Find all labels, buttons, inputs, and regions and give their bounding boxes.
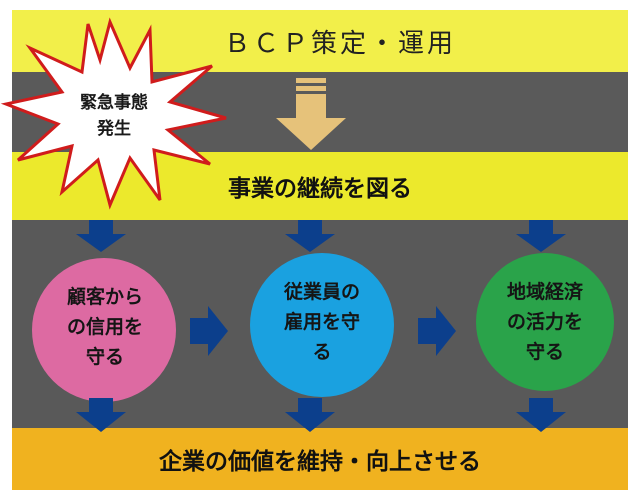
middle-title: 事業の継続を図る bbox=[228, 176, 412, 202]
circle-customer-trust bbox=[32, 258, 176, 402]
circle-3-line-3: 守る bbox=[526, 340, 564, 363]
right-arrow-left-icon bbox=[190, 306, 228, 356]
circle-1-line-1: 顧客から bbox=[67, 285, 143, 308]
down-arrow-right-upper-icon bbox=[516, 220, 566, 252]
down-arrow-center-lower-icon bbox=[285, 398, 335, 432]
burst-line-1: 緊急事態 bbox=[80, 92, 148, 113]
burst-shape bbox=[0, 17, 227, 210]
circle-employee-jobs bbox=[250, 253, 394, 397]
circle-1-line-3: 守る bbox=[86, 345, 124, 368]
burst-line-2: 発生 bbox=[96, 118, 131, 139]
down-arrow-right-lower-icon bbox=[516, 398, 566, 432]
bottom-band: 企業の価値を維持・向上させる bbox=[12, 428, 628, 490]
bottom-title: 企業の価値を維持・向上させる bbox=[159, 449, 481, 475]
circle-3-line-1: 地域経済 bbox=[507, 280, 584, 303]
down-arrow-center-upper-icon bbox=[285, 220, 335, 252]
circle-2-line-3: る bbox=[312, 341, 331, 363]
circle-1-line-2: の信用を bbox=[67, 315, 143, 338]
emergency-burst: 緊急事態 発生 bbox=[0, 17, 227, 210]
circle-regional-economy bbox=[476, 253, 614, 391]
top-title: ＢＣＰ策定・運用 bbox=[223, 28, 456, 59]
down-arrow-left-upper-icon bbox=[76, 220, 126, 252]
circle-3-line-2: の活力を bbox=[507, 310, 583, 333]
circle-2-line-2: 雇用を守 bbox=[284, 310, 360, 333]
down-arrow-top-icon bbox=[276, 78, 346, 150]
right-arrow-right-icon bbox=[418, 306, 456, 356]
circle-2-line-1: 従業員の bbox=[283, 280, 360, 303]
down-arrow-left-lower-icon bbox=[76, 398, 126, 432]
